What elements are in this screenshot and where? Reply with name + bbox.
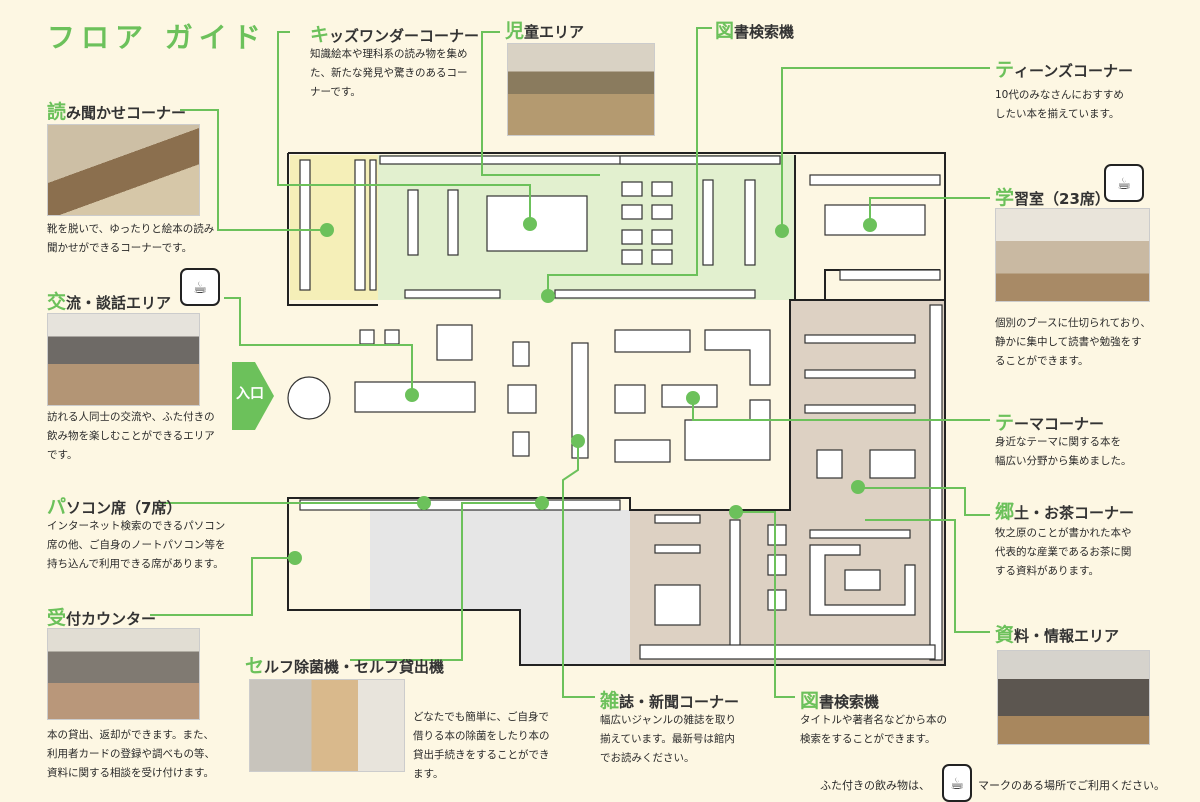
desc-search-bottom: タイトルや著者名などから本の 検索をすることができます。: [800, 714, 947, 745]
entrance-label: 入口: [236, 386, 264, 402]
photo-reference: [997, 650, 1150, 745]
marker-magazines: [571, 434, 585, 448]
desc-reception: 本の貸出、返却ができます。また、 利用者カードの登録や調べもの等、 資料に関する…: [47, 729, 215, 779]
marker-kids-wonder: [523, 217, 537, 231]
entrance-arrow-icon: [232, 362, 274, 430]
heading-reception: 受付カウンター: [47, 607, 157, 629]
desc-lounge: 訪れる人同士の交流や、ふた付きの 飲み物を楽しむことができるエリア です。: [47, 411, 215, 461]
marker-local-tea: [851, 480, 865, 494]
marker-search-top: [541, 289, 555, 303]
footnote-before: ふた付きの飲み物は、: [820, 779, 930, 792]
heading-reference: 資料・情報エリア: [995, 624, 1120, 646]
photo-storytelling: [47, 124, 200, 216]
furniture: [287, 155, 943, 661]
marker-reception: [288, 551, 302, 565]
heading-study-room: 学習室（23席）: [995, 187, 1110, 209]
desc-magazines: 幅広いジャンルの雑誌を取り 揃えています。最新号は館内 でお読みください。: [600, 714, 736, 764]
desc-local-tea: 牧之原のことが書かれた本や 代表的な産業であるお茶に関 する資料があります。: [995, 527, 1132, 577]
photo-self-service: [249, 679, 405, 772]
heading-kids-wonder: キッズワンダーコーナー: [310, 24, 480, 46]
marker-pc: [417, 496, 431, 510]
desc-kids-wonder: 知識絵本や理科系の読み物を集め た、新たな発見や驚きのあるコー ナーです。: [310, 48, 468, 98]
leader-lines: [150, 27, 990, 698]
desc-pc: インターネット検索のできるパソコン 席の他、ご自身のノートパソコン等を 持ち込ん…: [47, 520, 226, 570]
marker-storytelling: [320, 223, 334, 237]
location-markers: [288, 217, 877, 565]
desc-theme: 身近なテーマに関する本を 幅広い分野から集めました。: [995, 436, 1132, 467]
heading-pc: パソコン席（7席）: [47, 496, 182, 518]
footnote-after: マークのある場所でご利用ください。: [978, 779, 1165, 792]
desc-teens: 10代のみなさんにおすすめ したい本を揃えています。: [995, 89, 1124, 120]
desc-storytelling: 靴を脱いで、ゆったりと絵本の読み 聞かせができるコーナーです。: [47, 223, 215, 254]
desc-study-room: 個別のブースに仕切られており、 静かに集中して読書や勉強をす ることができます。: [995, 317, 1151, 367]
photo-study-room: [995, 208, 1150, 302]
marker-study-room: [863, 218, 877, 232]
photo-lounge: [47, 313, 200, 406]
photo-children-area: [507, 43, 655, 136]
heading-children-area: 児童エリア: [505, 20, 585, 42]
heading-storytelling: 読み聞かせコーナー: [47, 101, 187, 123]
lidded-cup-icon: ☕: [180, 268, 220, 306]
marker-theme: [686, 391, 700, 405]
marker-self-service: [535, 496, 549, 510]
page-title: フロア ガイド: [47, 21, 267, 54]
marker-teens: [775, 224, 789, 238]
marker-search-bottom: [729, 505, 743, 519]
heading-search-top: 図書検索機: [715, 20, 795, 42]
desc-self-service: どなたでも簡単に、ご自身で 借りる本の除菌をしたり本の 貸出手続きをすることがで…: [413, 711, 550, 780]
marker-lounge: [405, 388, 419, 402]
photo-reception: [47, 628, 200, 720]
lidded-cup-icon: ☕: [1104, 164, 1144, 202]
heading-magazines: 雑誌・新聞コーナー: [600, 690, 740, 712]
heading-self-service: セルフ除菌機・セルフ貸出機: [245, 655, 445, 677]
lidded-cup-icon: ☕: [942, 764, 972, 802]
heading-search-bottom: 図書検索機: [800, 690, 880, 712]
office-area: [520, 575, 630, 665]
heading-theme: テーマコーナー: [995, 412, 1105, 434]
heading-teens: ティーンズコーナー: [995, 59, 1133, 81]
heading-local-tea: 郷土・お茶コーナー: [995, 501, 1135, 523]
heading-lounge: 交流・談話エリア: [47, 291, 172, 313]
